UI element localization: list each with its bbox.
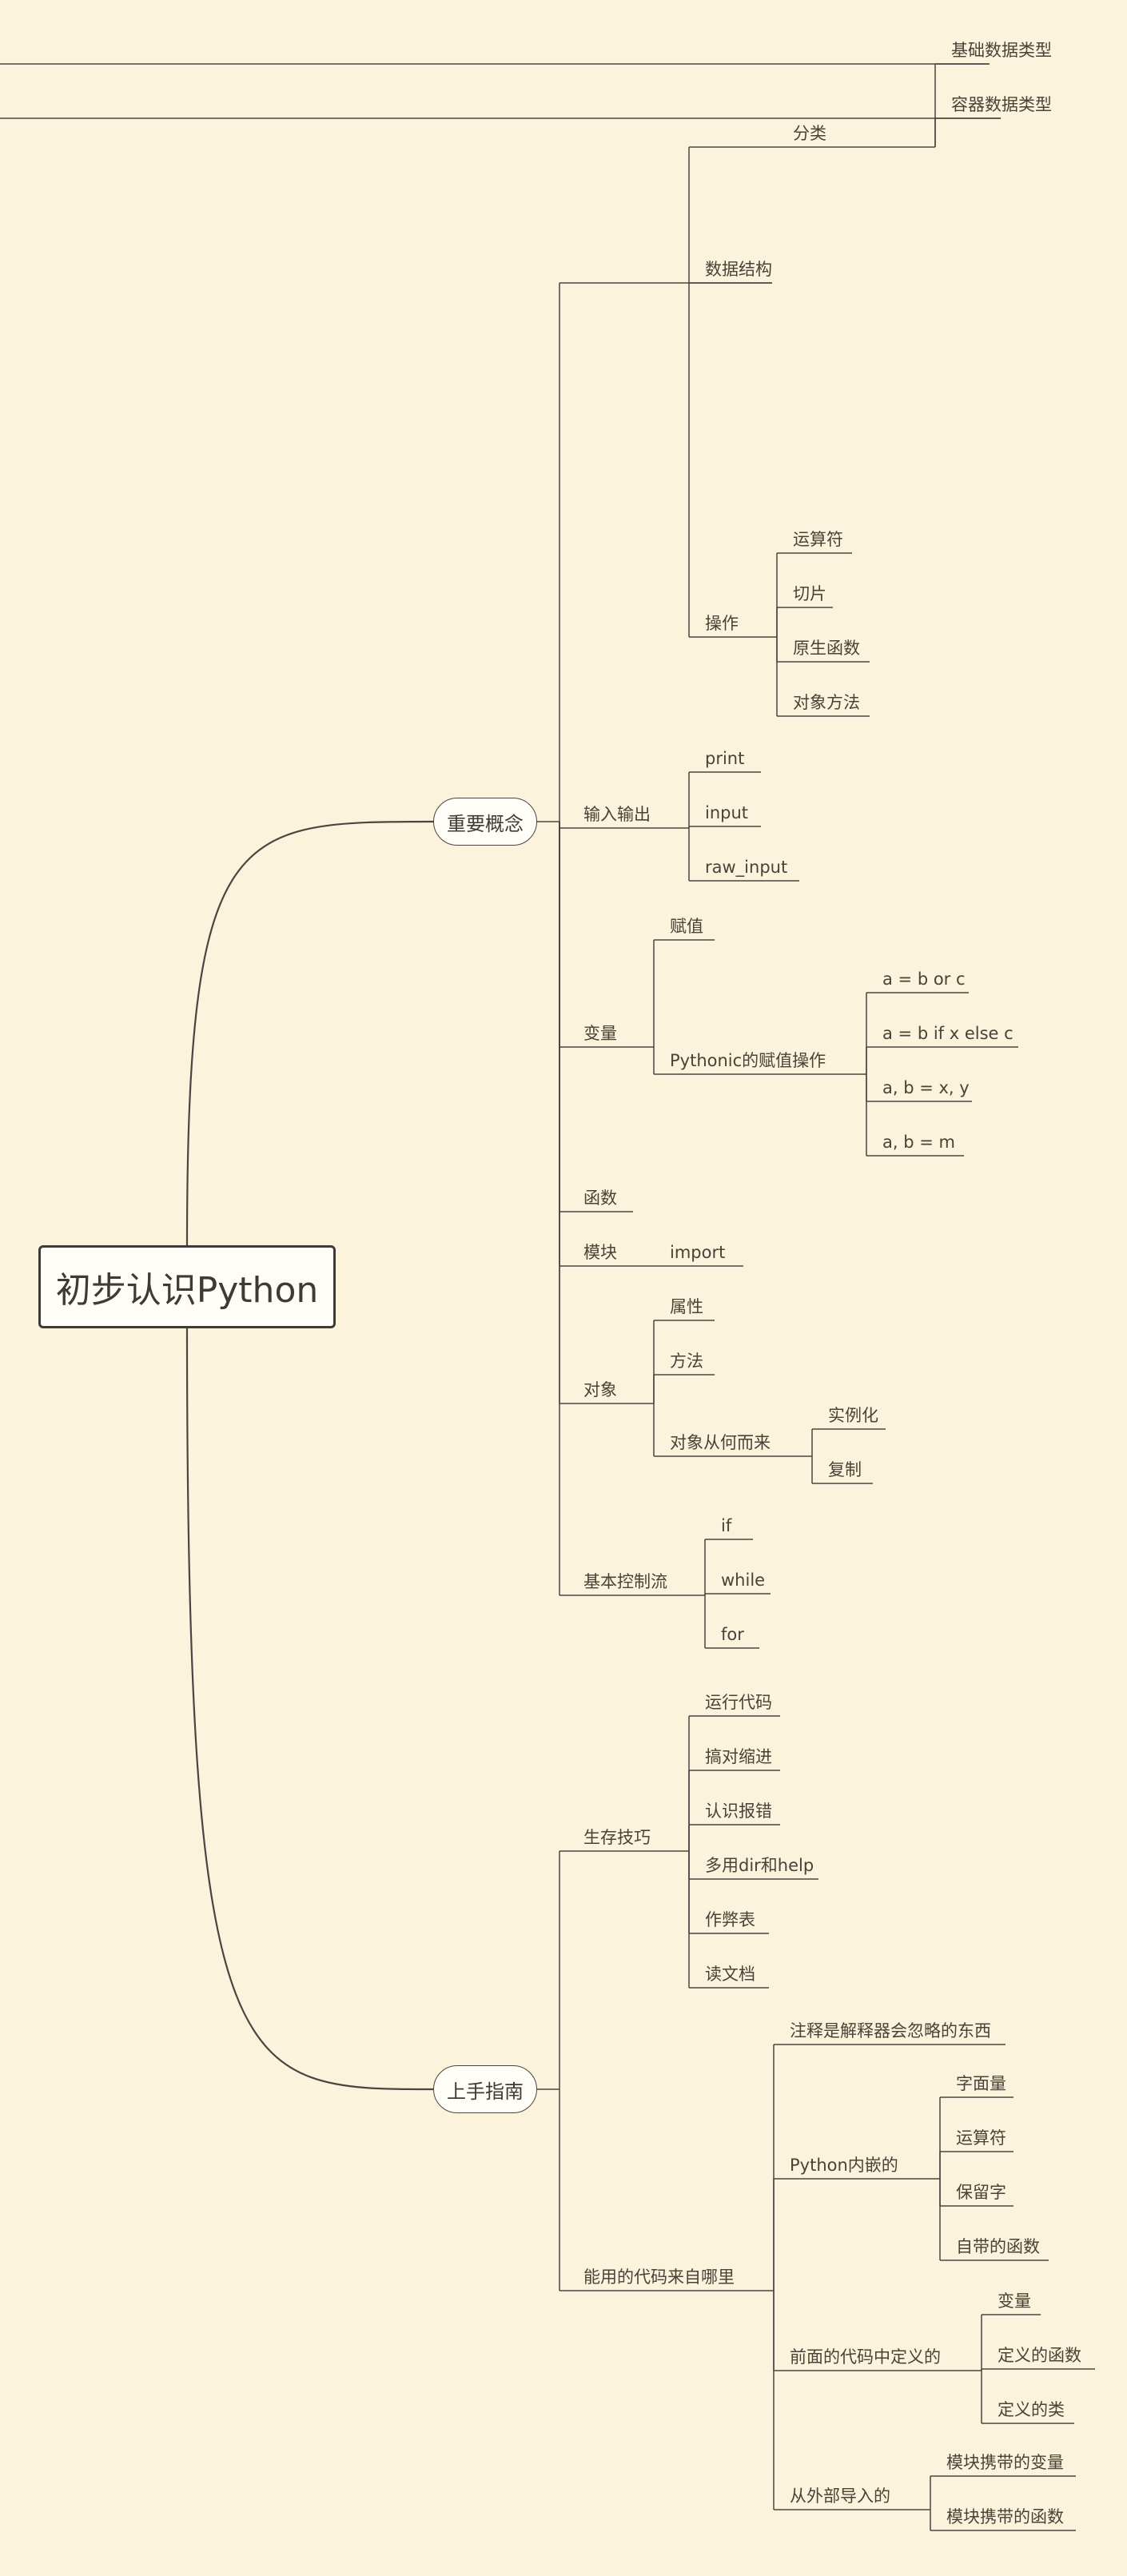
node-运算符[interactable]: 运算符 bbox=[793, 530, 843, 549]
node-变量[interactable]: 变量 bbox=[998, 2291, 1031, 2311]
node-python内嵌的[interactable]: Python内嵌的 bbox=[790, 2156, 898, 2175]
node-能用的代码来自哪里[interactable]: 能用的代码来自哪里 bbox=[583, 2267, 735, 2287]
node-模块携带的函数[interactable]: 模块携带的函数 bbox=[946, 2507, 1064, 2526]
node-容器数据类型[interactable]: 容器数据类型 bbox=[951, 95, 1052, 114]
node-input[interactable]: input bbox=[705, 803, 749, 822]
node-实例化[interactable]: 实例化 bbox=[828, 1406, 878, 1425]
node-raw-input[interactable]: raw_input bbox=[705, 858, 788, 877]
node-运行代码[interactable]: 运行代码 bbox=[705, 1693, 772, 1712]
node-多用dir和help[interactable]: 多用dir和help bbox=[705, 1856, 814, 1875]
node-pythonic的赋值操作[interactable]: Pythonic的赋值操作 bbox=[670, 1051, 826, 1070]
node-模块[interactable]: 模块 bbox=[583, 1243, 617, 1262]
node-方法[interactable]: 方法 bbox=[670, 1352, 703, 1371]
node-生存技巧[interactable]: 生存技巧 bbox=[583, 1828, 651, 1847]
node-属性[interactable]: 属性 bbox=[670, 1297, 703, 1316]
node-变量[interactable]: 变量 bbox=[583, 1024, 617, 1043]
node-模块携带的变量[interactable]: 模块携带的变量 bbox=[946, 2453, 1064, 2472]
node-函数[interactable]: 函数 bbox=[583, 1188, 617, 1208]
node-切片[interactable]: 切片 bbox=[793, 584, 826, 603]
node-从外部导入的[interactable]: 从外部导入的 bbox=[790, 2486, 890, 2506]
node-运算符[interactable]: 运算符 bbox=[956, 2128, 1006, 2148]
node-赋值[interactable]: 赋值 bbox=[670, 917, 703, 936]
node-作弊表[interactable]: 作弊表 bbox=[705, 1910, 755, 1929]
node-定义的函数[interactable]: 定义的函数 bbox=[998, 2346, 1081, 2365]
node-对象从何而来[interactable]: 对象从何而来 bbox=[670, 1433, 771, 1452]
node-自带的函数[interactable]: 自带的函数 bbox=[956, 2237, 1040, 2256]
node-对象[interactable]: 对象 bbox=[583, 1380, 617, 1399]
node-a-b-if-x-else-c[interactable]: a = b if x else c bbox=[882, 1024, 1014, 1043]
node-前面的代码中定义的[interactable]: 前面的代码中定义的 bbox=[790, 2347, 941, 2367]
node-复制[interactable]: 复制 bbox=[828, 1460, 862, 1479]
node-读文档[interactable]: 读文档 bbox=[705, 1965, 755, 1984]
branch-上手指南[interactable]: 上手指南 bbox=[433, 2065, 537, 2113]
root-node[interactable]: 初步认识Python bbox=[38, 1245, 336, 1328]
node-原生函数[interactable]: 原生函数 bbox=[793, 639, 860, 658]
branch-重要概念[interactable]: 重要概念 bbox=[433, 798, 537, 846]
node-基本控制流[interactable]: 基本控制流 bbox=[583, 1572, 667, 1591]
node-if[interactable]: if bbox=[721, 1516, 732, 1535]
node-a-b-m[interactable]: a, b = m bbox=[882, 1133, 955, 1152]
node-字面量[interactable]: 字面量 bbox=[956, 2074, 1006, 2093]
node-搞对缩进[interactable]: 搞对缩进 bbox=[705, 1747, 772, 1766]
node-输入输出[interactable]: 输入输出 bbox=[583, 805, 651, 824]
node-for[interactable]: for bbox=[721, 1625, 744, 1644]
node-分类[interactable]: 分类 bbox=[793, 124, 826, 143]
root-connector bbox=[185, 1326, 434, 2091]
node-定义的类[interactable]: 定义的类 bbox=[998, 2400, 1065, 2419]
node-保留字[interactable]: 保留字 bbox=[956, 2183, 1006, 2202]
node-a-b-or-c[interactable]: a = b or c bbox=[882, 969, 966, 989]
node-print[interactable]: print bbox=[705, 749, 745, 768]
node-操作[interactable]: 操作 bbox=[705, 614, 739, 633]
node-a-b-x-y[interactable]: a, b = x, y bbox=[882, 1078, 970, 1097]
node-认识报错[interactable]: 认识报错 bbox=[705, 1802, 772, 1821]
node-对象方法[interactable]: 对象方法 bbox=[793, 693, 860, 712]
node-基础数据类型[interactable]: 基础数据类型 bbox=[951, 41, 1052, 60]
node-import[interactable]: import bbox=[670, 1243, 726, 1262]
node-数据结构[interactable]: 数据结构 bbox=[705, 260, 772, 279]
node-while[interactable]: while bbox=[721, 1571, 766, 1590]
node-注释是解释器会忽略的东西[interactable]: 注释是解释器会忽略的东西 bbox=[790, 2021, 991, 2040]
root-connector bbox=[185, 820, 434, 1248]
